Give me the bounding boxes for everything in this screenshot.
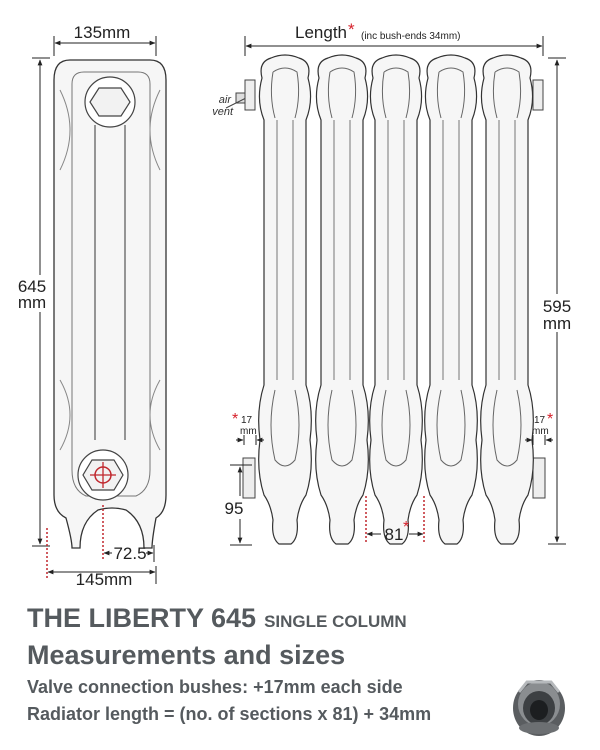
side-width-top-label: 135mm — [74, 23, 131, 42]
valve-bush-photo-icon — [513, 680, 565, 736]
radiator-sections — [258, 54, 534, 545]
bush-right-star: * — [547, 411, 553, 428]
bush-right-value: 17 — [534, 415, 546, 426]
length-note: (inc bush-ends 34mm) — [361, 31, 460, 42]
length-star: * — [348, 20, 355, 39]
section-pitch-label: 81 — [385, 525, 404, 544]
air-vent-label-line2: vent — [212, 106, 234, 118]
side-width-bottom-label: 145mm — [76, 570, 133, 589]
front-view: Length * (inc bush-ends 34mm) air vent 5… — [212, 20, 571, 546]
air-vent-label-line1: air — [219, 94, 233, 106]
front-height-label: 595 — [543, 297, 571, 316]
side-view-body — [53, 59, 167, 549]
top-plug-hex — [89, 87, 131, 117]
valve-height-label: 95 — [225, 499, 244, 518]
length-label: Length — [295, 23, 347, 42]
dimension-diagram: 135mm 645 mm 72.5 145mm Length * (inc bu… — [18, 20, 571, 589]
valve-bush-note: Valve connection bushes: +17mm each side — [27, 677, 403, 697]
radiator-section — [480, 54, 534, 545]
bush-left-value: 17 — [241, 415, 253, 426]
radiator-section — [258, 54, 312, 545]
radiator-section — [424, 54, 478, 545]
title-main: THE LIBERTY 645 — [27, 603, 257, 633]
side-view: 135mm 645 mm 72.5 145mm — [18, 23, 167, 589]
bush-right-unit: mm — [532, 426, 549, 437]
side-height-unit: mm — [18, 293, 46, 312]
side-height-label: 645 — [18, 277, 46, 296]
section-pitch-star: * — [403, 519, 409, 536]
radiator-section — [315, 54, 369, 545]
front-height-unit: mm — [543, 314, 571, 333]
bush-left-star: * — [232, 411, 238, 428]
title-suffix: SINGLE COLUMN — [264, 612, 407, 631]
bush-left-unit: mm — [240, 426, 257, 437]
length-formula-note: Radiator length = (no. of sections x 81)… — [27, 704, 432, 724]
radiator-section — [369, 54, 423, 545]
page-subtitle: Measurements and sizes — [27, 640, 346, 670]
page-title: THE LIBERTY 645 SINGLE COLUMN — [27, 603, 407, 634]
valve-offset-label: 72.5 — [113, 544, 146, 563]
